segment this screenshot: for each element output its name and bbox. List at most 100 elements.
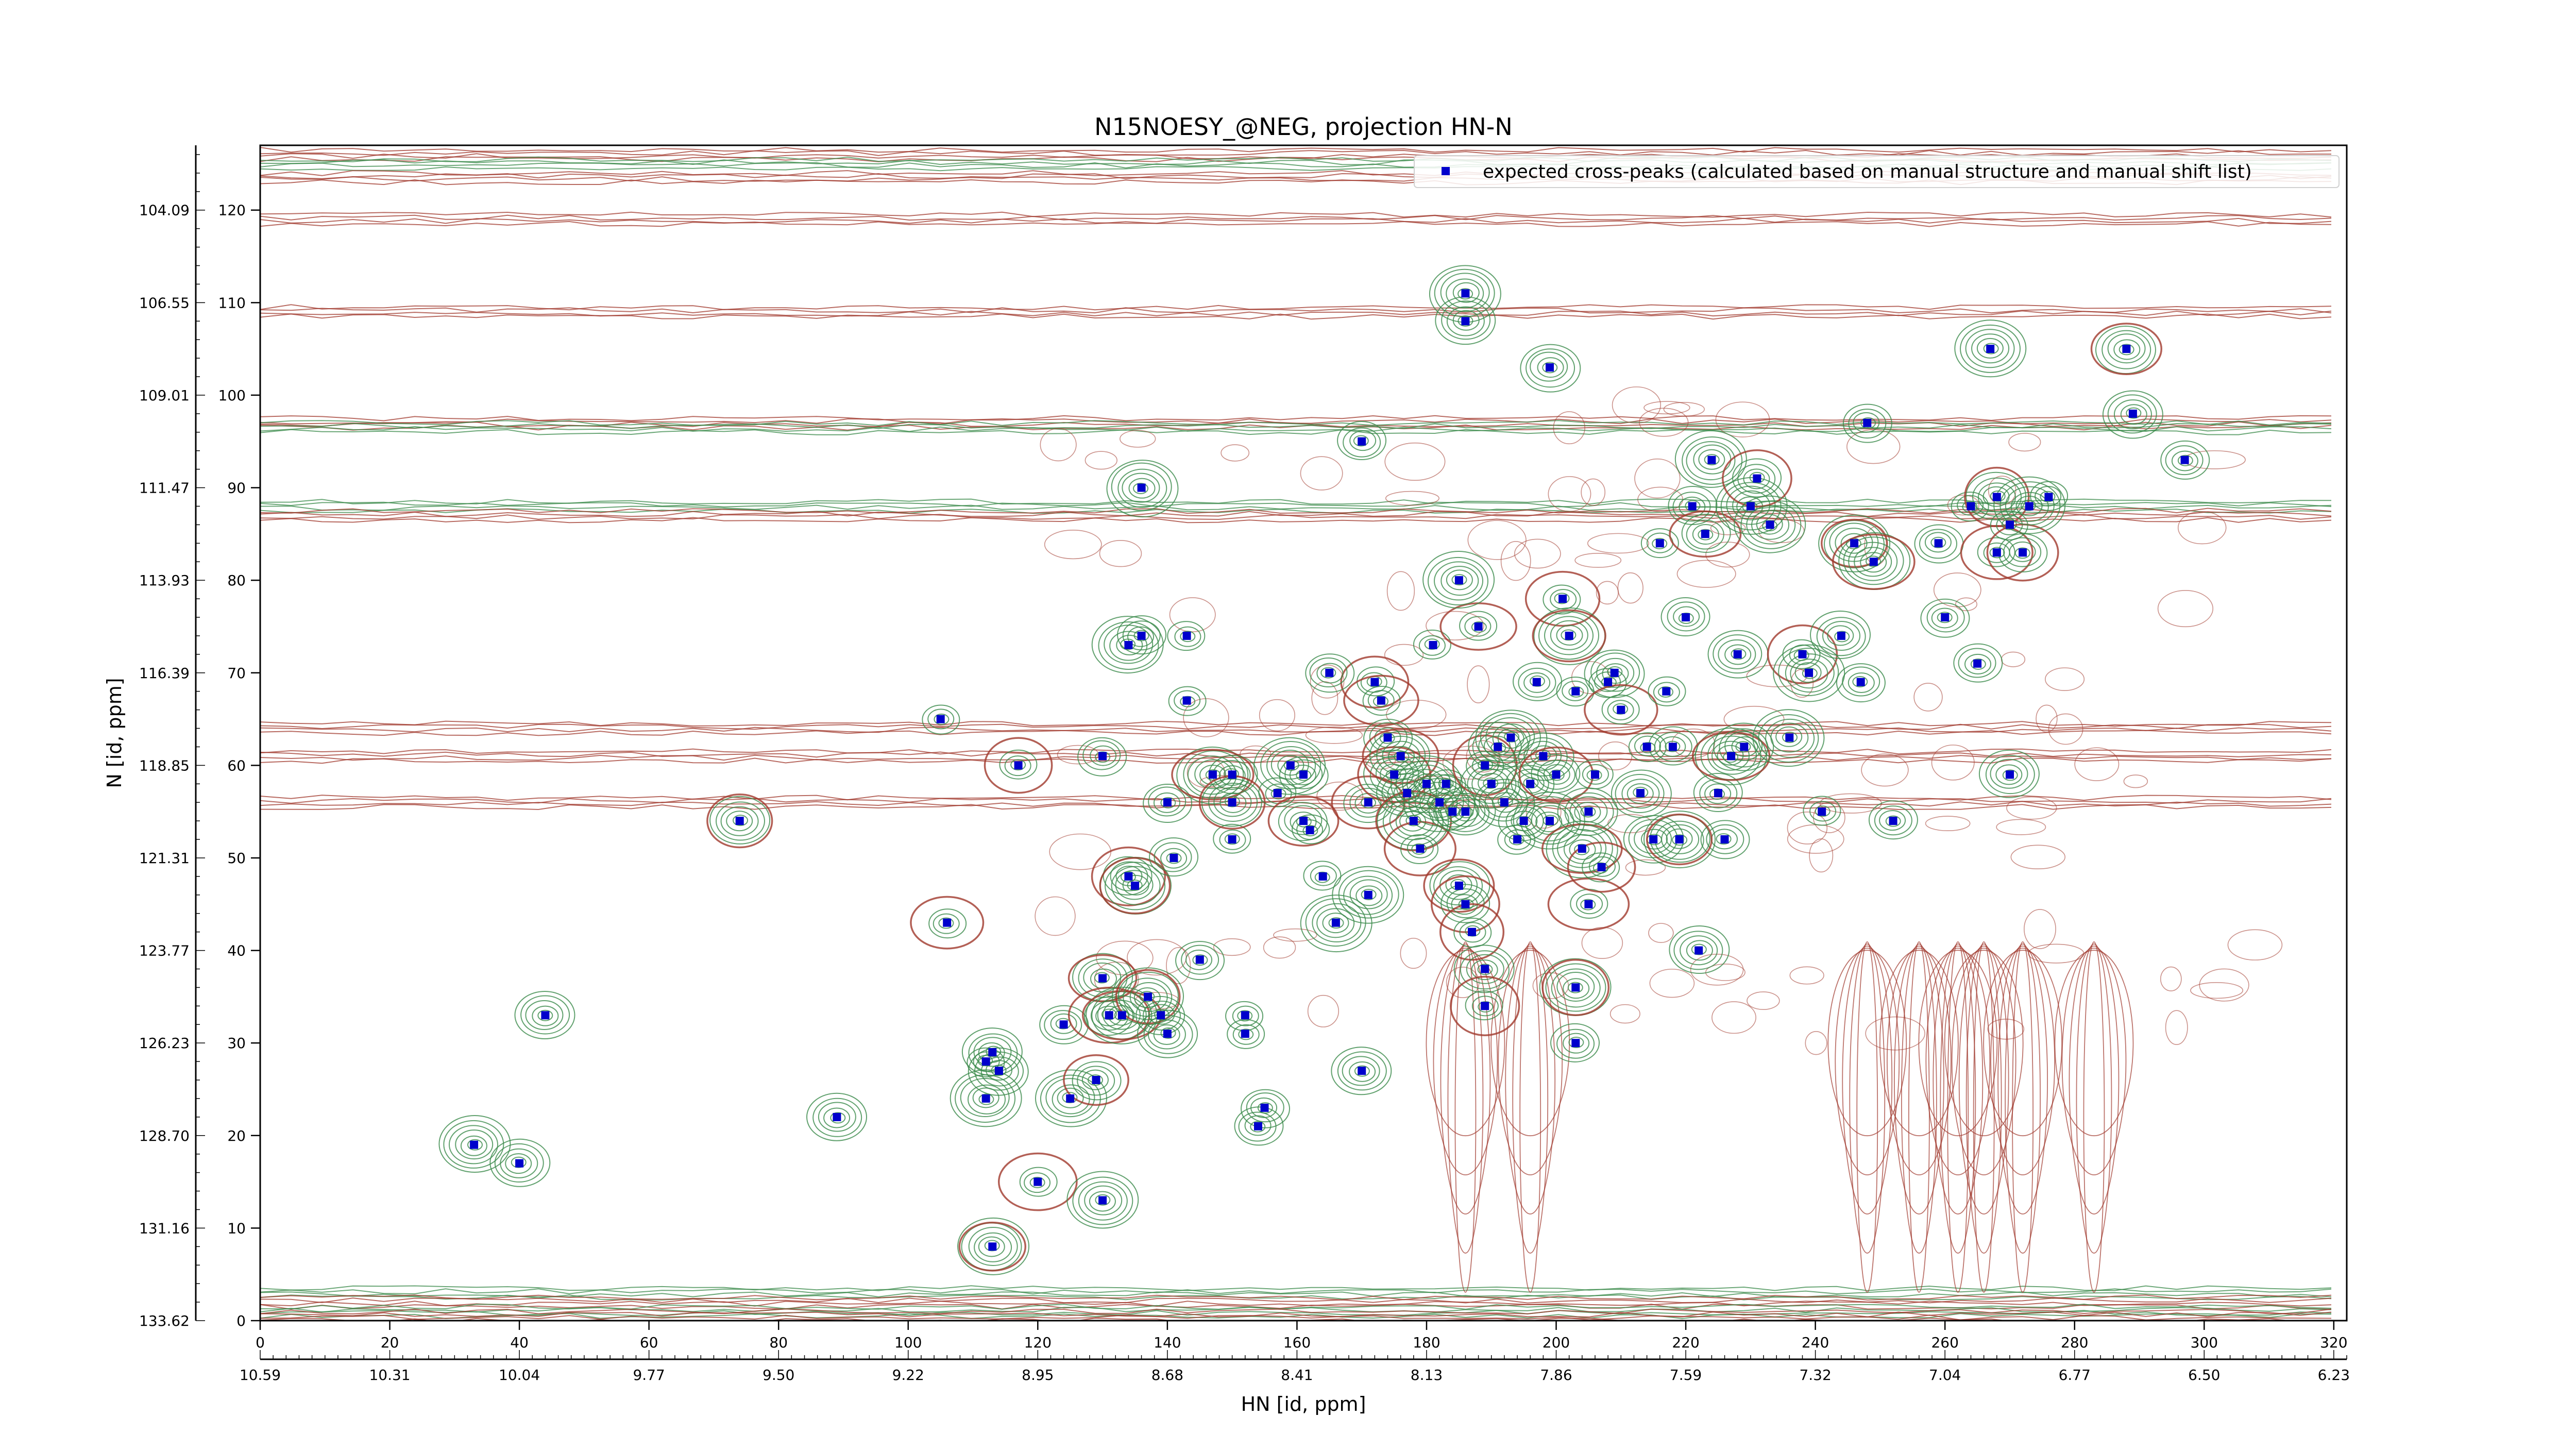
contour-peak — [1853, 412, 1880, 433]
contour-ring — [1450, 975, 1520, 1036]
contour-peak — [1678, 612, 1694, 624]
contour-blob — [1307, 994, 1340, 1027]
ppm-y-tick-label: 126.23 — [139, 1035, 190, 1052]
contour-ring — [1541, 958, 1610, 1016]
legend: expected cross-peaks (calculated based o… — [1414, 155, 2340, 188]
contour-blob — [1084, 451, 1117, 470]
contour-blob — [2028, 943, 2084, 964]
contour-peak — [1094, 972, 1110, 984]
cross-peak-marker — [1474, 622, 1483, 631]
cross-peak-marker — [1481, 761, 1489, 770]
contour-peak — [1607, 700, 1634, 721]
contour-peak — [438, 1115, 511, 1173]
contour-peak — [1362, 685, 1401, 716]
contour-peak — [1110, 861, 1148, 891]
contour-ring — [1584, 684, 1658, 736]
cross-peak-marker — [1552, 770, 1561, 779]
contour-band — [260, 221, 2332, 227]
contour-blob — [1987, 1018, 2025, 1040]
contour-peak — [1590, 652, 1640, 692]
contour-streak — [2083, 941, 2105, 1293]
contour-band — [260, 1301, 2332, 1307]
contour-streak — [2012, 941, 2034, 1293]
cross-peak-marker — [1837, 631, 1845, 640]
contour-peak — [1816, 617, 1866, 656]
contour-blob — [1273, 928, 1317, 942]
ppm-y-tick-label: 133.62 — [139, 1312, 190, 1329]
contour-blob — [1259, 699, 1295, 732]
cross-peak-marker — [1228, 798, 1236, 807]
cross-peak-marker — [1973, 659, 1982, 668]
contour-blob — [1790, 669, 1814, 698]
contour-peak — [1568, 1037, 1584, 1049]
contour-blob — [1400, 938, 1427, 969]
contour-blob — [1384, 644, 1424, 666]
contour-peak — [1289, 765, 1316, 786]
contour-peak — [1167, 621, 1206, 651]
contour-ring — [1832, 533, 1916, 590]
contour-blob — [2074, 747, 2120, 781]
contour-peak — [1648, 676, 1686, 706]
contour-peak — [1549, 769, 1565, 781]
contour-peak — [1602, 663, 1629, 684]
cross-peak-marker — [515, 1159, 524, 1168]
contour-peak — [1497, 728, 1524, 749]
contour-peak — [1707, 735, 1757, 775]
contour-peak — [1661, 824, 1700, 854]
contour-peak — [537, 1009, 553, 1021]
contour-peak — [1596, 657, 1635, 688]
cross-peak-marker — [1461, 807, 1470, 816]
cross-peak-marker — [981, 1057, 990, 1066]
cross-peak-marker — [1798, 650, 1807, 659]
contour-blob — [2006, 796, 2057, 820]
contour-peak — [1731, 648, 1747, 660]
contour-peak — [1219, 829, 1246, 850]
contour-peak — [1447, 797, 1486, 828]
ppm-x-tick-label: 7.04 — [1929, 1366, 1961, 1383]
contour-peak — [1692, 524, 1719, 545]
contour-peak — [1691, 943, 1707, 955]
contour-peak — [2171, 450, 2198, 471]
contour-peak — [1238, 1111, 1277, 1142]
contour-ring — [1669, 510, 1742, 558]
contour-peak — [1686, 441, 1736, 481]
contour-peak — [1153, 792, 1180, 813]
contour-peak — [1568, 686, 1584, 698]
contour-peak — [1569, 839, 1596, 861]
contour-peak — [1704, 783, 1732, 804]
contour-blob — [1442, 746, 1500, 780]
contour-peak — [1218, 765, 1246, 786]
contour-ring — [997, 1152, 1078, 1211]
cross-peak-marker — [1435, 798, 1444, 807]
contour-peak — [1497, 824, 1536, 855]
cross-peak-marker — [1448, 807, 1457, 816]
contour-peak — [1535, 812, 1563, 833]
ppm-y-tick-label: 106.55 — [139, 294, 190, 311]
contour-band — [260, 1313, 2332, 1320]
contour-peak — [922, 704, 960, 735]
contour-peak — [1428, 556, 1489, 605]
contour-blob — [1648, 923, 1674, 943]
ppm-x-tick-label: 6.50 — [2188, 1366, 2220, 1383]
contour-peak — [1658, 686, 1674, 698]
contour-peak — [1815, 805, 1831, 817]
contour-peak — [1743, 468, 1770, 490]
cross-peak-marker — [1584, 900, 1593, 908]
cross-peak-marker — [1494, 743, 1502, 751]
contour-peak — [1575, 759, 1614, 789]
contour-peak — [1607, 666, 1623, 678]
contour-peak — [1586, 769, 1602, 781]
contour-peak — [972, 1087, 999, 1108]
contour-peak — [1954, 319, 2027, 378]
contour-peak — [1192, 954, 1208, 966]
contour-peak — [1709, 788, 1725, 800]
contour-blob — [1947, 495, 1979, 516]
contour-peak — [1349, 787, 1388, 818]
y-tick-label: 100 — [218, 387, 246, 404]
cross-peak-layer — [470, 289, 2189, 1251]
contour-streak — [1447, 943, 1484, 1254]
contour-ring — [1821, 518, 1888, 568]
contour-ring — [706, 794, 773, 849]
contour-peak — [1669, 925, 1730, 974]
contour-peak — [1762, 520, 1778, 532]
